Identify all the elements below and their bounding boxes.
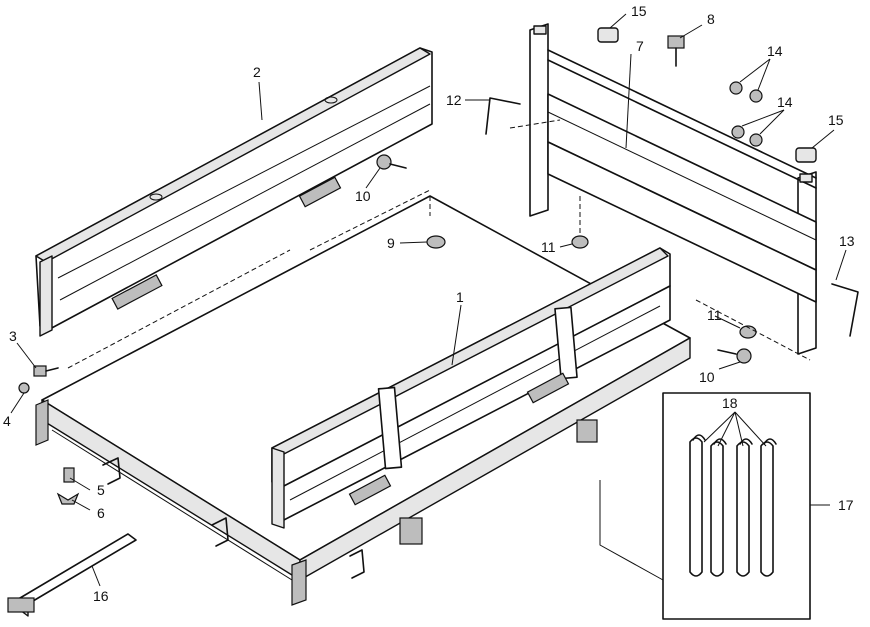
bolt-8 xyxy=(667,35,685,67)
callout-16: 16 xyxy=(93,588,109,604)
bolt-10-lower xyxy=(717,348,752,364)
platform-floor xyxy=(35,195,691,606)
callout-4: 4 xyxy=(3,413,11,429)
leader-lines xyxy=(10,13,847,587)
callout-14-lower: 14 xyxy=(777,94,793,110)
callout-14-upper: 14 xyxy=(767,43,783,59)
callout-9: 9 xyxy=(387,235,395,251)
cap-15-upper xyxy=(597,27,619,43)
callout-15-lower: 15 xyxy=(828,112,844,128)
side-board-front xyxy=(271,247,671,529)
callout-11-upper: 11 xyxy=(541,239,556,255)
callout-8: 8 xyxy=(707,11,715,27)
side-board-rear xyxy=(35,47,433,337)
nut-9 xyxy=(426,235,446,249)
callout-6: 6 xyxy=(97,505,105,521)
wing-nut-6 xyxy=(56,492,80,505)
hardware xyxy=(18,27,859,505)
bolt-3 xyxy=(33,365,59,377)
pin-kit-inset xyxy=(662,392,811,620)
alignment-lines xyxy=(67,119,811,369)
handle-13 xyxy=(831,283,859,337)
step-bar xyxy=(7,533,137,617)
handle-12 xyxy=(485,97,521,135)
callout-10-lower: 10 xyxy=(699,369,715,385)
callout-12: 12 xyxy=(446,92,462,108)
callout-13: 13 xyxy=(839,233,855,249)
callout-labels: 1 2 3 4 5 6 7 8 9 10 10 11 11 12 13 14 1… xyxy=(3,3,855,604)
callout-10-upper: 10 xyxy=(355,188,371,204)
cap-15-lower xyxy=(795,147,817,163)
callout-17: 17 xyxy=(838,497,854,513)
end-gate-frame xyxy=(529,23,817,355)
callout-2: 2 xyxy=(253,64,261,80)
bolt-10-upper xyxy=(376,154,407,170)
callout-11-lower: 11 xyxy=(707,307,722,323)
floor-brackets xyxy=(102,419,598,579)
retaining-pins xyxy=(689,434,777,577)
callout-5: 5 xyxy=(97,482,105,498)
spring-5 xyxy=(63,467,75,483)
callout-7: 7 xyxy=(636,38,644,54)
nut-4 xyxy=(18,382,30,394)
nut-11-upper xyxy=(571,235,589,249)
nuts-14-upper xyxy=(729,81,763,103)
callout-18: 18 xyxy=(722,395,738,411)
callout-3: 3 xyxy=(9,328,17,344)
callout-15-upper: 15 xyxy=(631,3,647,19)
callout-1: 1 xyxy=(456,289,464,305)
nuts-14-lower xyxy=(731,125,763,147)
